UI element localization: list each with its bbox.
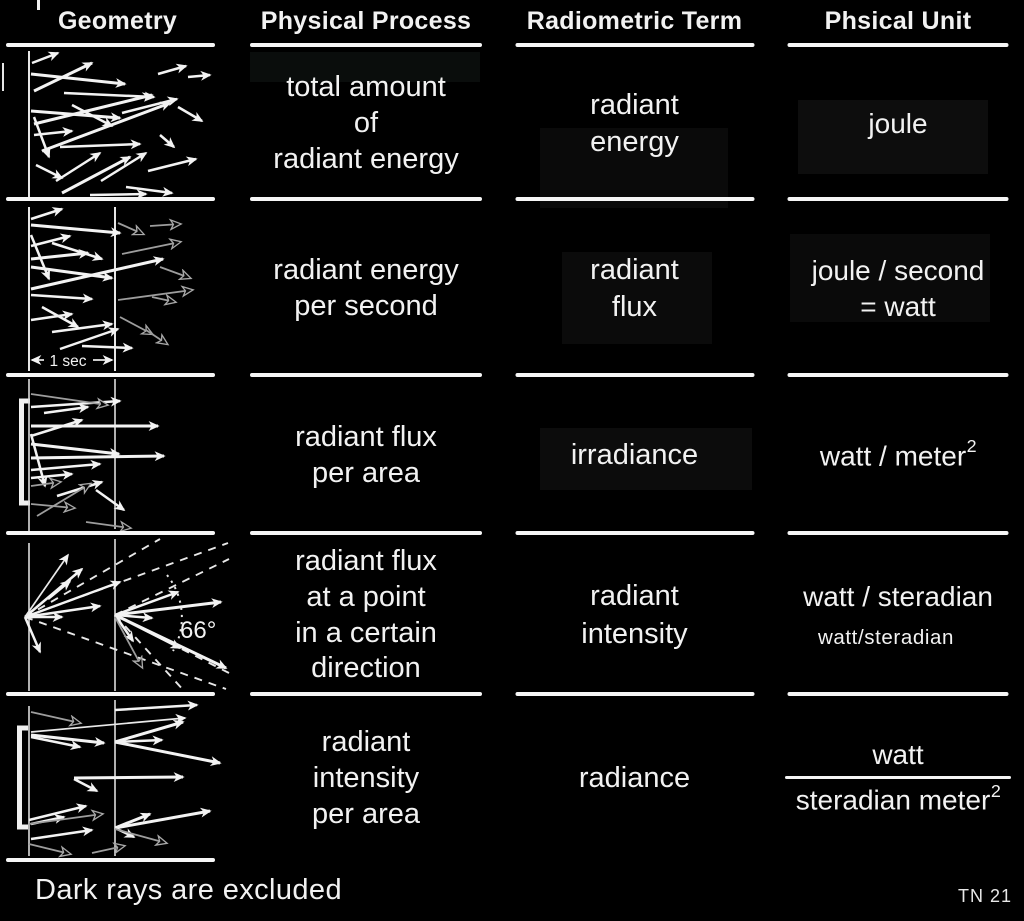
process-text: radiant flux at a point in a certain dir… [295,544,437,685]
column-header-phsical-unit: Phsical Unit [772,0,1024,47]
process-cell-irradiance: radiant flux per area [235,377,497,535]
row-divider [787,373,1009,377]
footer: Dark rays are excluded TN 21 [0,862,1024,921]
unit-denominator: steradian meter [795,784,991,816]
term-cell-radiant-flux: radiant flux [497,201,772,377]
unit-cell-watt-per-meter2: watt / meter2 [772,377,1024,535]
term-cell-radiance: radiance [497,696,772,862]
geometry-cell-radiant-intensity: 66° [0,535,235,696]
process-text: radiant flux per area [295,421,437,489]
row-divider [787,197,1009,201]
row-divider [6,373,215,377]
unit-text-secondary: watt/steradian [817,625,955,649]
one-second-label: 1 sec [49,353,86,370]
term-cell-irradiance: irradiance [497,377,772,535]
row-divider [515,692,754,696]
column-header-physical-process: Physical Process [235,0,497,47]
process-cell-radiant-flux: radiant energy per second [235,201,497,377]
rays-cone-direction-diagram: 66° [23,538,230,694]
process-cell-radiant-intensity: radiant flux at a point in a certain dir… [235,535,497,696]
row-divider [515,373,754,377]
header-divider [515,43,754,47]
unit-text-line2: = watt [860,291,936,322]
background-patch [250,52,480,82]
row-divider [250,373,482,377]
process-text: total amount of radiant energy [273,71,459,175]
process-cell-radiant-energy: total amount of radiant energy [235,47,497,201]
radiometry-table: Geometry Physical Process Radiometric Te… [0,0,1024,862]
row-divider [6,858,215,862]
column-header-radiometric-term: Radiometric Term [497,0,772,47]
term-text: radiant intensity [581,580,688,650]
unit-numerator: watt [872,739,924,771]
row-divider [250,692,482,696]
term-text: radiant energy [590,88,679,158]
background-patch [790,234,990,322]
background-patch [562,252,712,344]
fraction-bar [785,776,1011,780]
term-text: irradiance [570,439,699,472]
unit-cell-watt-per-steradian: watt / steradian watt/steradian [772,535,1024,696]
row-divider [6,531,215,535]
dark-rays-note: Dark rays are excluded [35,874,342,906]
header-divider [6,43,215,47]
term-cell-radiant-intensity: radiant intensity [497,535,772,696]
geometry-cell-radiant-flux: 1 sec [0,201,235,377]
row-divider [515,197,754,201]
random-rays-diagram [2,51,212,200]
row-divider [787,692,1009,696]
unit-cell-watt: joule / second = watt [772,201,1024,377]
unit-text: joule [868,107,928,139]
geometry-cell-radiant-energy [0,47,235,201]
background-patch [540,128,728,208]
header-label: Physical Process [260,7,472,35]
intensity-per-area-diagram [17,700,222,862]
rays-per-area-diagram [19,379,166,535]
geometry-cell-radiance [0,696,235,862]
row-divider [515,531,754,535]
unit-cell-watt-per-steradian-meter2: watt steradian meter2 [772,696,1024,862]
row-divider [6,692,215,696]
unit-text: watt / meter [819,439,967,471]
slide-tag: TN 21 [957,886,1012,906]
row-divider [250,197,482,201]
process-text: radiant energy per second [273,254,459,322]
geometry-cell-irradiance [0,377,235,535]
row-divider [6,197,215,201]
term-text: radiant flux [590,253,679,323]
term-cell-radiant-energy: radiant energy [497,47,772,201]
row-divider [250,531,482,535]
process-text: radiant intensity per area [311,726,420,830]
header-label: Radiometric Term [526,7,743,35]
header-divider [250,43,482,47]
unit-exponent: 2 [966,435,977,456]
header-label: Geometry [57,7,178,35]
column-header-geometry: Geometry [0,0,235,47]
rays-per-second-diagram: 1 sec [28,207,235,371]
row-divider [787,531,1009,535]
unit-text-line1: joule / second [811,254,985,286]
scan-artifact-tick [37,0,40,10]
background-patch [540,428,752,490]
unit-fraction: watt steradian meter2 [785,739,1011,819]
header-label: Phsical Unit [824,7,972,35]
term-text: radiance [578,762,691,795]
background-patch [798,100,988,174]
cone-angle-label: 66° [180,617,216,644]
unit-cell-joule: joule [772,47,1024,201]
unit-text: watt / steradian [803,581,993,613]
process-cell-radiance: radiant intensity per area [235,696,497,862]
unit-denominator-exponent: 2 [990,780,1001,801]
header-divider [787,43,1009,47]
